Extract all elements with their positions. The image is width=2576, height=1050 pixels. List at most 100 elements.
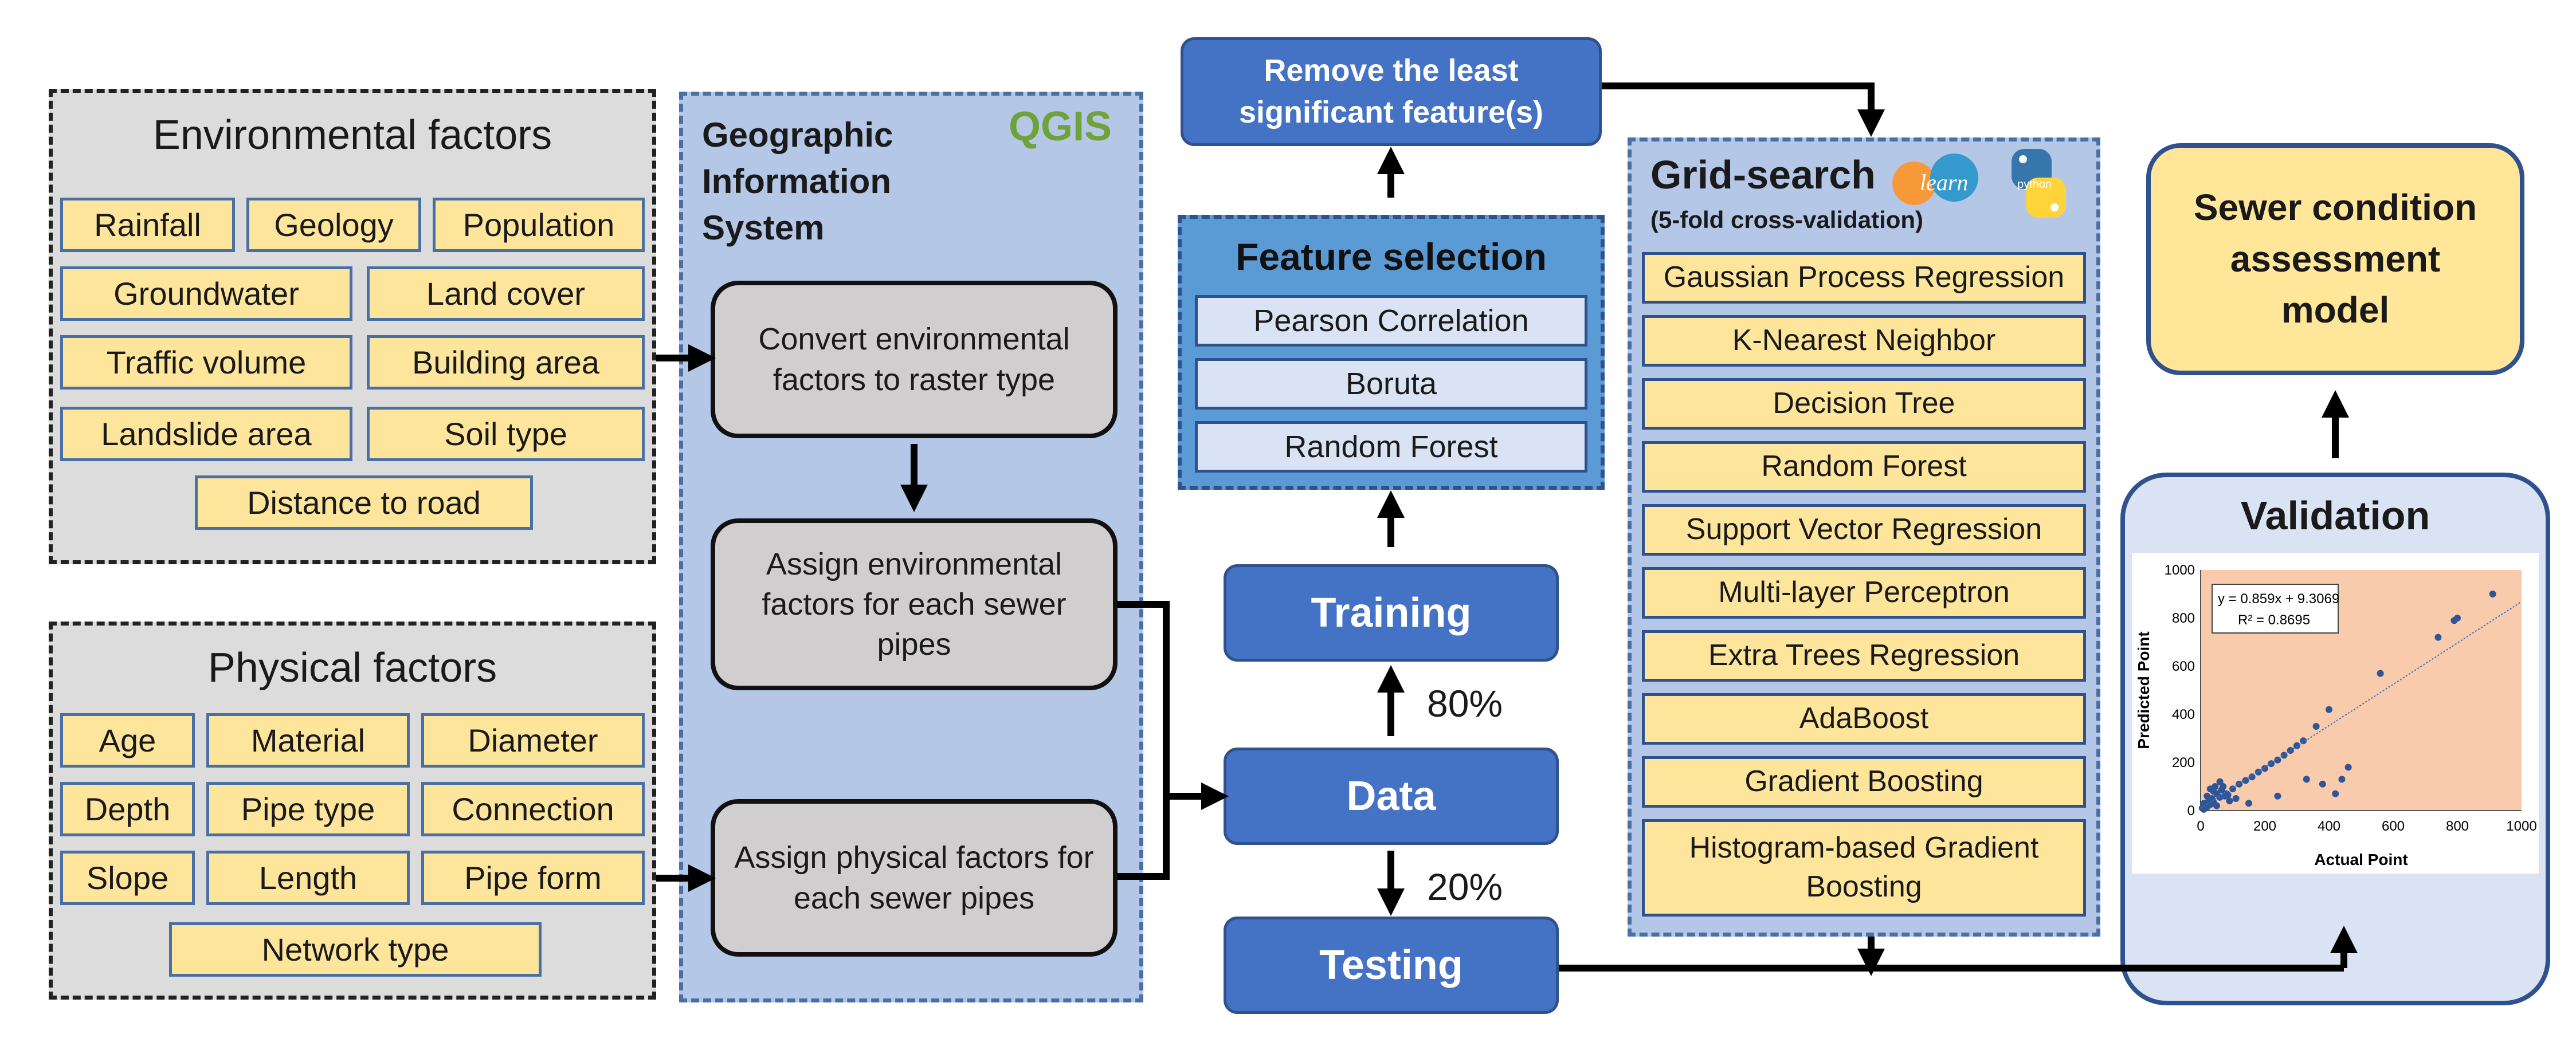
phys-item-material: Material <box>206 713 410 768</box>
phys-item-age: Age <box>60 713 195 768</box>
validation-title: Validation <box>2240 493 2430 538</box>
model-hist-gradient-boosting: Histogram-based Gradient Boosting <box>1642 819 2086 917</box>
equation-text: y = 0.859x + 9.3069 <box>2218 591 2339 607</box>
x-tick-label: 1000 <box>2506 819 2536 834</box>
fs-item-random-forest: Random Forest <box>1195 421 1587 473</box>
scatter-point <box>2293 742 2300 749</box>
phys-item-pipe-type: Pipe type <box>206 782 410 836</box>
model-output-box: Sewer condition assessment model <box>2146 143 2524 375</box>
scatter-point <box>2212 783 2219 790</box>
arrow-remove-to-grid <box>1602 82 1885 137</box>
y-tick-label: 600 <box>2172 659 2195 674</box>
phys-item-depth: Depth <box>60 782 195 836</box>
scatter-point <box>2232 795 2240 802</box>
scatter-point <box>2274 756 2281 764</box>
scatter-point <box>2229 785 2236 793</box>
x-tick-label: 200 <box>2253 819 2276 834</box>
phys-item-connection: Connection <box>421 782 645 836</box>
env-item-population: Population <box>433 198 645 252</box>
scatter-point <box>2218 786 2225 794</box>
data-box: Data <box>1224 748 1559 845</box>
gis-step-assign-phys: Assign physical factors for each sewer p… <box>711 799 1118 957</box>
env-item-distance-to-road: Distance to road <box>195 475 533 530</box>
sklearn-logo-text: learn <box>1920 170 1968 195</box>
scatter-point <box>2213 802 2220 809</box>
phys-item-slope: Slope <box>60 851 195 905</box>
model-extra-trees: Extra Trees Regression <box>1642 630 2086 682</box>
validation-chart: 0 200 400 600 800 1000 0 200 400 600 800 1000 y = 0… <box>2132 553 2539 874</box>
scatter-point <box>2300 737 2307 745</box>
model-knn: K-Nearest Neighbor <box>1642 315 2086 367</box>
arrow-gis-to-data <box>1118 601 1170 880</box>
remove-feature-box: Remove the least significant feature(s) <box>1181 37 1602 146</box>
x-tick-label: 400 <box>2318 819 2340 834</box>
python-logo: python <box>2000 143 2075 223</box>
scatter-point <box>2377 670 2384 677</box>
gis-title: Geographic Information System <box>702 116 893 247</box>
scatter-point <box>2332 790 2339 797</box>
scatter-point <box>2338 776 2346 783</box>
scatter-point <box>2434 634 2442 641</box>
grid-search-subtitle: (5-fold cross-validation) <box>1650 206 1924 233</box>
grid-search-title: Grid-search <box>1650 152 1876 197</box>
y-tick-label: 0 <box>2187 803 2195 819</box>
env-item-traffic-volume: Traffic volume <box>60 335 352 390</box>
gis-step-assign-env: Assign environmental factors for each se… <box>711 518 1118 690</box>
model-gradient-boosting: Gradient Boosting <box>1642 756 2086 808</box>
phys-item-pipe-form: Pipe form <box>421 851 645 905</box>
y-tick-label: 1000 <box>2165 563 2195 578</box>
physical-factors-title: Physical factors <box>207 645 497 691</box>
y-tick-label: 400 <box>2172 707 2195 722</box>
scatter-point <box>2326 706 2332 713</box>
y-axis-label: Predicted Point <box>2135 631 2152 749</box>
model-adaboost: AdaBoost <box>1642 693 2086 745</box>
scatter-point <box>2226 797 2233 805</box>
scatter-point <box>2245 800 2252 807</box>
phys-item-length: Length <box>206 851 410 905</box>
scatter-point <box>2344 764 2352 771</box>
x-axis-label: Actual Point <box>2314 851 2408 868</box>
fs-item-pearson: Pearson Correlation <box>1195 295 1587 347</box>
env-item-building-area: Building area <box>367 335 645 390</box>
train-split-label: 80% <box>1427 682 1503 725</box>
model-svr: Support Vector Regression <box>1642 504 2086 556</box>
training-box: Training <box>1224 564 1559 662</box>
qgis-logo: QGIS <box>1009 104 1112 150</box>
test-split-label: 20% <box>1427 866 1503 908</box>
r2-text: R² = 0.8695 <box>2238 612 2310 628</box>
scatter-point <box>2319 780 2326 788</box>
scatter-point <box>2489 591 2496 597</box>
model-decision-tree: Decision Tree <box>1642 378 2086 430</box>
testing-box: Testing <box>1224 917 1559 1014</box>
env-item-rainfall: Rainfall <box>60 198 235 252</box>
scatter-point <box>2268 760 2275 768</box>
phys-item-network-type: Network type <box>169 922 542 977</box>
gis-step-convert: Convert environmental factors to raster … <box>711 281 1118 438</box>
scatter-point <box>2274 792 2281 800</box>
x-tick-label: 600 <box>2382 819 2405 834</box>
scatter-point <box>2312 723 2320 730</box>
scatter-point <box>2224 791 2232 799</box>
scatter-point <box>2255 768 2262 776</box>
env-item-geology: Geology <box>246 198 421 252</box>
x-tick-label: 800 <box>2446 819 2469 834</box>
sklearn-logo: learn <box>1891 149 1989 212</box>
equation-box <box>2212 584 2339 634</box>
model-gaussian-process: Gaussian Process Regression <box>1642 252 2086 304</box>
python-logo-text: python <box>2017 178 2052 191</box>
y-tick-label: 200 <box>2172 755 2195 770</box>
scatter-point <box>2303 776 2310 783</box>
env-item-groundwater: Groundwater <box>60 266 352 321</box>
model-mlp: Multi-layer Perceptron <box>1642 567 2086 619</box>
model-random-forest: Random Forest <box>1642 441 2086 493</box>
env-item-landslide-area: Landslide area <box>60 407 352 461</box>
x-tick-label: 0 <box>2197 819 2204 834</box>
scatter-point <box>2261 765 2268 772</box>
scatter-point <box>2248 773 2256 781</box>
env-item-soil-type: Soil type <box>367 407 645 461</box>
environmental-factors-title: Environmental factors <box>152 112 552 158</box>
phys-item-diameter: Diameter <box>421 713 645 768</box>
y-tick-label: 800 <box>2172 611 2195 626</box>
fs-item-boruta: Boruta <box>1195 358 1587 410</box>
